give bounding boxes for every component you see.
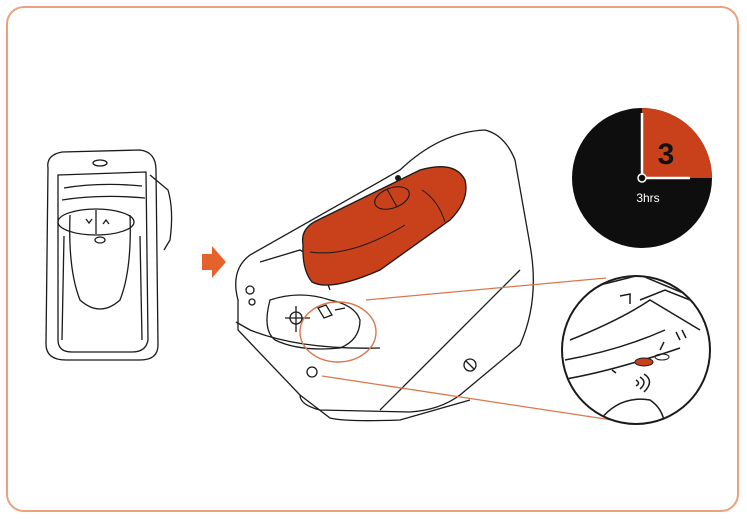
timer-icon: [572, 108, 712, 248]
highlight-ellipse: [300, 302, 376, 362]
charging-base-perspective: [236, 130, 534, 421]
leader-line-top: [366, 278, 606, 300]
handset-orange: [303, 167, 466, 285]
timer-number: 3: [651, 138, 681, 172]
magnifier-icon: [560, 275, 710, 430]
timer-caption: 3hrs: [628, 191, 668, 205]
arrow-right-icon: [202, 246, 226, 278]
charging-base-front: [46, 150, 172, 360]
